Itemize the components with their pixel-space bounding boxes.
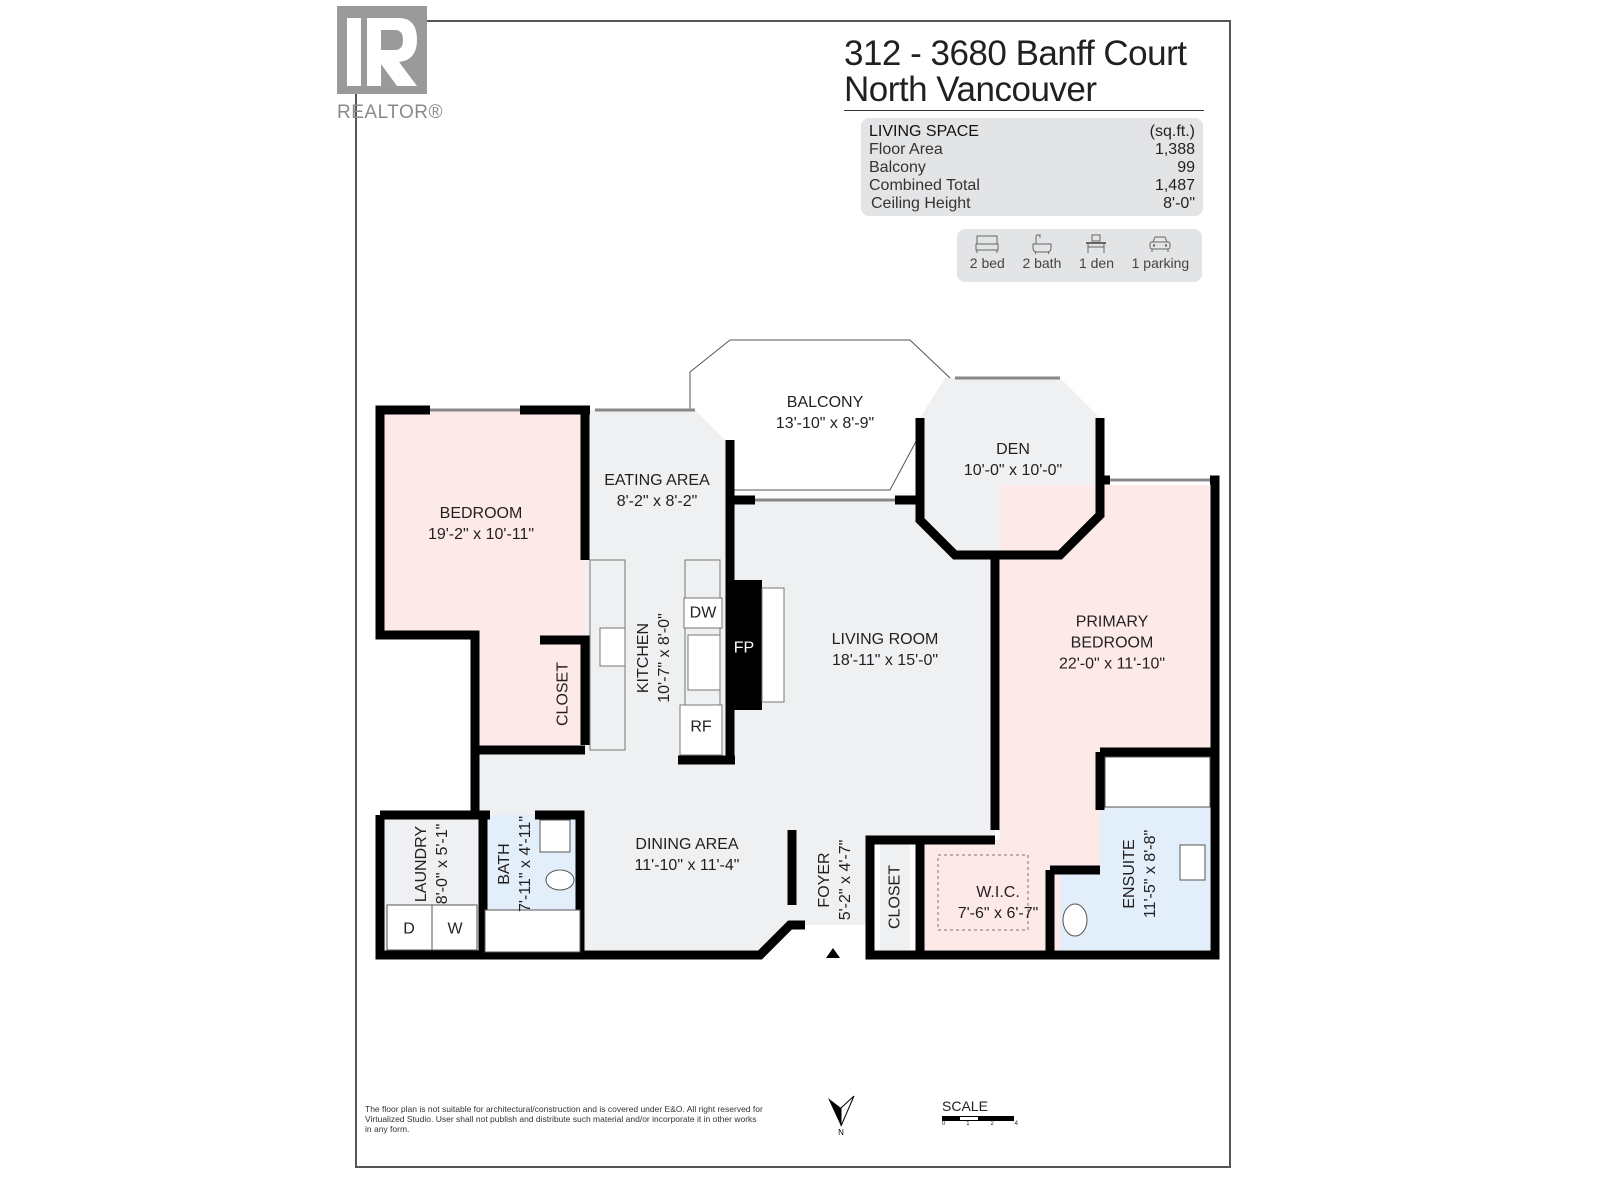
kitchen-counters xyxy=(589,559,723,756)
wic-shelf xyxy=(937,854,1029,931)
stat-row: Combined Total 1,487 xyxy=(861,177,1203,195)
dishwasher-label: DW xyxy=(689,604,717,622)
unit-label: (sq.ft.) xyxy=(1149,123,1195,140)
bath-tub xyxy=(484,909,581,953)
address-line-1: 312 - 3680 Banff Court xyxy=(844,34,1187,73)
stat-row: Balcony 99 xyxy=(861,159,1203,177)
fireplace xyxy=(726,580,762,710)
stat-label: Floor Area xyxy=(869,141,943,158)
stat-value: 99 xyxy=(1177,159,1195,176)
north-arrow: N xyxy=(826,1094,860,1141)
bedroom-closet-fill xyxy=(540,640,585,745)
realtor-text: REALTOR® xyxy=(337,102,443,123)
stat-value: 8'-0" xyxy=(1163,195,1195,212)
realtor-logo: REALTOR® xyxy=(337,6,443,123)
address-line-2: North Vancouver xyxy=(844,70,1097,109)
stat-row: Floor Area 1,388 xyxy=(861,141,1203,159)
scale-label: SCALE xyxy=(942,1098,988,1114)
page-frame xyxy=(355,20,1231,1168)
stat-label: Combined Total xyxy=(869,177,980,194)
feature-bath: 2 bath xyxy=(1022,229,1061,282)
stat-row: Ceiling Height 8'-0" xyxy=(861,195,1203,213)
bath-sink xyxy=(539,819,571,853)
ensuite-sink xyxy=(1179,844,1206,881)
fireplace-hearth xyxy=(761,587,785,703)
stat-label: Balcony xyxy=(869,159,926,176)
feature-label: 2 bath xyxy=(1022,255,1062,271)
fireplace-label: FP xyxy=(733,639,755,657)
scale-graphic xyxy=(942,1116,1014,1121)
svg-text:N: N xyxy=(838,1128,844,1136)
car-icon xyxy=(1149,236,1171,252)
foyer-closet-fill xyxy=(880,840,910,950)
wic-fill xyxy=(922,840,1052,950)
fridge-label: RF xyxy=(690,718,712,736)
washer xyxy=(431,904,478,951)
living-space-heading: LIVING SPACE xyxy=(869,123,979,140)
north-arrow-icon: N xyxy=(828,1095,855,1137)
stat-value: 1,487 xyxy=(1154,177,1195,194)
room-bedroom-closet: CLOSET xyxy=(554,661,572,727)
living-space-header: LIVING SPACE (sq.ft.) xyxy=(861,118,1203,141)
ensuite-fill xyxy=(1060,770,1210,950)
disclaimer: The floor plan is not suitable for archi… xyxy=(365,1104,763,1134)
living-space-table: LIVING SPACE (sq.ft.) Floor Area 1,388 B… xyxy=(861,118,1203,216)
ensuite-tub xyxy=(1104,756,1211,808)
feature-bed: 2 bed xyxy=(970,229,1005,282)
feature-den: 1 den xyxy=(1079,229,1114,282)
room-wic: W.I.C.7'-6" x 6'-7" xyxy=(957,884,1039,922)
features-bar: 2 bed 2 bath 1 den 1 parking xyxy=(957,229,1202,282)
windows xyxy=(430,376,1210,502)
washer-label: W xyxy=(447,920,463,938)
desk-icon xyxy=(1086,234,1107,253)
feature-parking: 1 parking xyxy=(1131,229,1190,282)
bath-toilet xyxy=(545,869,575,891)
entry-arrow-icon xyxy=(826,948,840,958)
realtor-r-icon xyxy=(337,6,427,94)
feature-label: 2 bed xyxy=(969,255,1005,271)
ensuite-toilet xyxy=(1062,903,1088,937)
dryer-label: D xyxy=(403,920,415,938)
feature-label: 1 parking xyxy=(1131,255,1190,271)
feature-label: 1 den xyxy=(1078,255,1115,271)
primary-bedroom-fill xyxy=(1000,485,1215,950)
stat-value: 1,388 xyxy=(1154,141,1195,158)
bathtub-icon xyxy=(1032,234,1052,255)
bedroom-fill xyxy=(380,410,585,745)
address-title: 312 - 3680 Banff Court North Vancouver xyxy=(844,36,1204,111)
stat-label: Ceiling Height xyxy=(871,195,971,212)
bed-icon xyxy=(975,235,999,253)
room-foyer-closet: CLOSET xyxy=(886,864,904,930)
